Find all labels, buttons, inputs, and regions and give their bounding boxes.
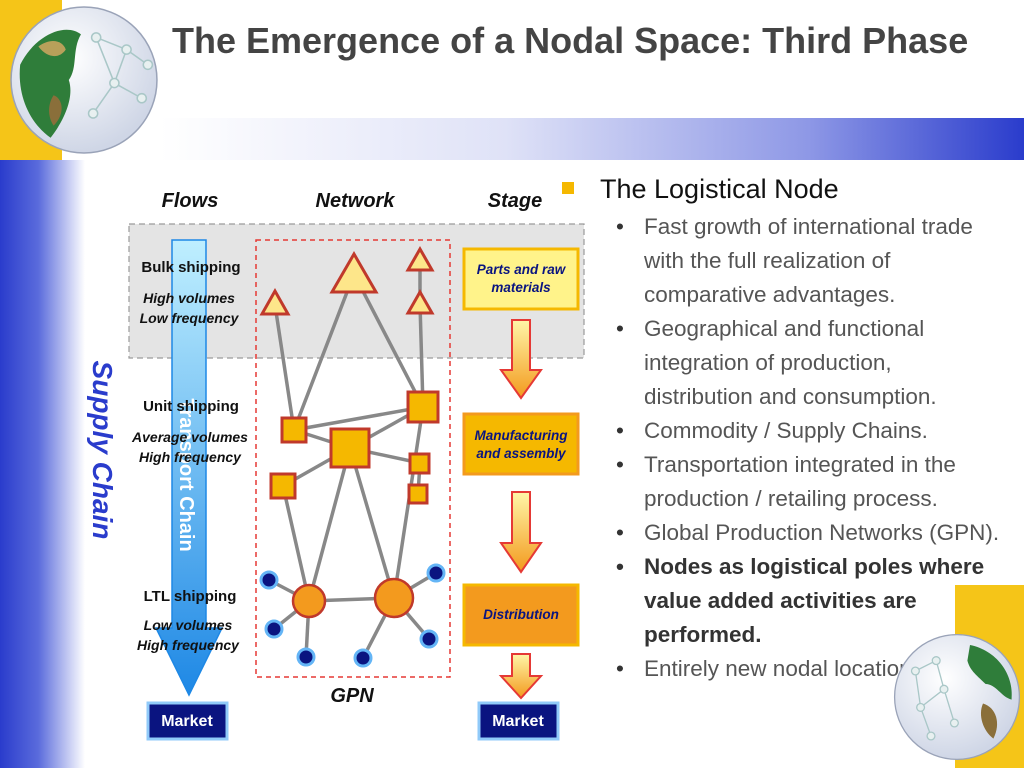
header-gradient-band bbox=[160, 118, 1024, 160]
flow-unit-line1: Average volumes bbox=[131, 429, 248, 445]
flow-bulk-name: Bulk shipping bbox=[141, 259, 240, 276]
flow-ltl-line2: High frequency bbox=[137, 637, 240, 653]
market-box-stage bbox=[477, 701, 560, 741]
bullet-item: • Fast growth of international trade with… bbox=[612, 210, 1000, 312]
gpn-label: GPN bbox=[330, 685, 374, 707]
bullet-dot-icon: • bbox=[616, 656, 624, 681]
stage-manuf-line2: and assembly bbox=[476, 446, 567, 461]
stage-manuf-line1: Manufacturing bbox=[475, 428, 569, 443]
flow-ltl-line1: Low volumes bbox=[144, 617, 233, 633]
stage-arrow bbox=[499, 319, 543, 400]
market-label-stage: Market bbox=[492, 713, 544, 730]
bullet-text: Transportation integrated in the product… bbox=[644, 452, 956, 511]
bullet-list: • Fast growth of international trade with… bbox=[560, 210, 1000, 686]
network-node-circle bbox=[291, 583, 327, 619]
page-title: The Emergence of a Nodal Space: Third Ph… bbox=[172, 20, 969, 61]
bullet-text: Fast growth of international trade with … bbox=[644, 214, 973, 307]
supply-chain-label: Supply Chain bbox=[87, 361, 118, 540]
stage-arrow bbox=[498, 653, 544, 700]
bullet-item: • Commodity / Supply Chains. bbox=[612, 414, 1000, 448]
flow-bulk-line2: Low frequency bbox=[140, 310, 240, 326]
network-node-square bbox=[408, 452, 431, 475]
stage-arrow bbox=[499, 491, 543, 574]
bullet-dot-icon: • bbox=[616, 520, 624, 545]
network-leaf-nodes bbox=[259, 563, 446, 668]
network-node-square bbox=[407, 483, 429, 505]
bullet-text: Global Production Networks (GPN). bbox=[644, 520, 1000, 545]
network-node-triangle bbox=[405, 245, 435, 272]
bullet-dot-icon: • bbox=[616, 554, 624, 579]
flow-unit-line2: High frequency bbox=[139, 449, 242, 465]
flow-ltl-name: LTL shipping bbox=[144, 588, 237, 605]
transport-chain-label: Transport Chain bbox=[175, 398, 197, 551]
globe-icon-bottom-right bbox=[893, 633, 1021, 761]
stage-distribution-label: Distribution bbox=[483, 607, 559, 622]
network-node-triangle bbox=[259, 287, 291, 316]
bullet-dot-icon: • bbox=[616, 418, 624, 443]
logistical-node-panel: The Logistical Node • Fast growth of inte… bbox=[560, 172, 1000, 686]
network-node-triangle-large bbox=[329, 251, 379, 294]
square-bullet-icon bbox=[562, 182, 574, 194]
network-node-triangle bbox=[405, 288, 435, 315]
stage-parts-line2: materials bbox=[491, 280, 551, 295]
panel-heading: The Logistical Node bbox=[600, 174, 839, 204]
network-node-square bbox=[269, 472, 297, 500]
bullet-item: • Global Production Networks (GPN). bbox=[612, 516, 1000, 550]
left-accent-bar bbox=[0, 160, 85, 768]
flow-unit-name: Unit shipping bbox=[143, 398, 239, 415]
panel-heading-row: The Logistical Node bbox=[560, 172, 1000, 206]
network-node-square bbox=[280, 416, 308, 444]
globe-icon-top-left bbox=[10, 6, 158, 154]
network-node-square bbox=[406, 390, 440, 424]
bullet-text: Nodes as logistical poles where value ad… bbox=[644, 554, 985, 647]
stage-box-parts bbox=[462, 247, 580, 311]
bullet-item: • Geographical and functional integration… bbox=[612, 312, 1000, 414]
bullet-text: Commodity / Supply Chains. bbox=[644, 418, 928, 443]
gpn-diagram: Flows Network Stage Transport Chain Supp… bbox=[87, 190, 585, 741]
header-flows: Flows bbox=[162, 190, 219, 212]
bullet-dot-icon: • bbox=[616, 316, 624, 341]
bullet-dot-icon: • bbox=[616, 452, 624, 477]
stage-box-manufacturing bbox=[462, 412, 580, 476]
bullet-item: • Transportation integrated in the produc… bbox=[612, 448, 1000, 516]
bullet-dot-icon: • bbox=[616, 214, 624, 239]
stage-box-distribution bbox=[462, 583, 580, 647]
transport-chain-arrow bbox=[154, 239, 224, 697]
network-node-square-large bbox=[329, 427, 371, 469]
market-label-transport: Market bbox=[161, 713, 213, 730]
stage-parts-line1: Parts and raw bbox=[477, 262, 567, 277]
bullet-item: • Nodes as logistical poles where value a… bbox=[612, 550, 1000, 652]
bullet-text: Entirely new nodal locations. bbox=[644, 656, 930, 681]
market-box-transport bbox=[146, 701, 229, 741]
header-stage: Stage bbox=[488, 190, 542, 212]
header-network: Network bbox=[316, 190, 396, 212]
bullet-text: Geographical and functional integration … bbox=[644, 316, 937, 409]
bullet-item: • Entirely new nodal locations. bbox=[612, 652, 1000, 686]
network-node-circle bbox=[373, 577, 415, 619]
flow-bulk-line1: High volumes bbox=[143, 290, 235, 306]
